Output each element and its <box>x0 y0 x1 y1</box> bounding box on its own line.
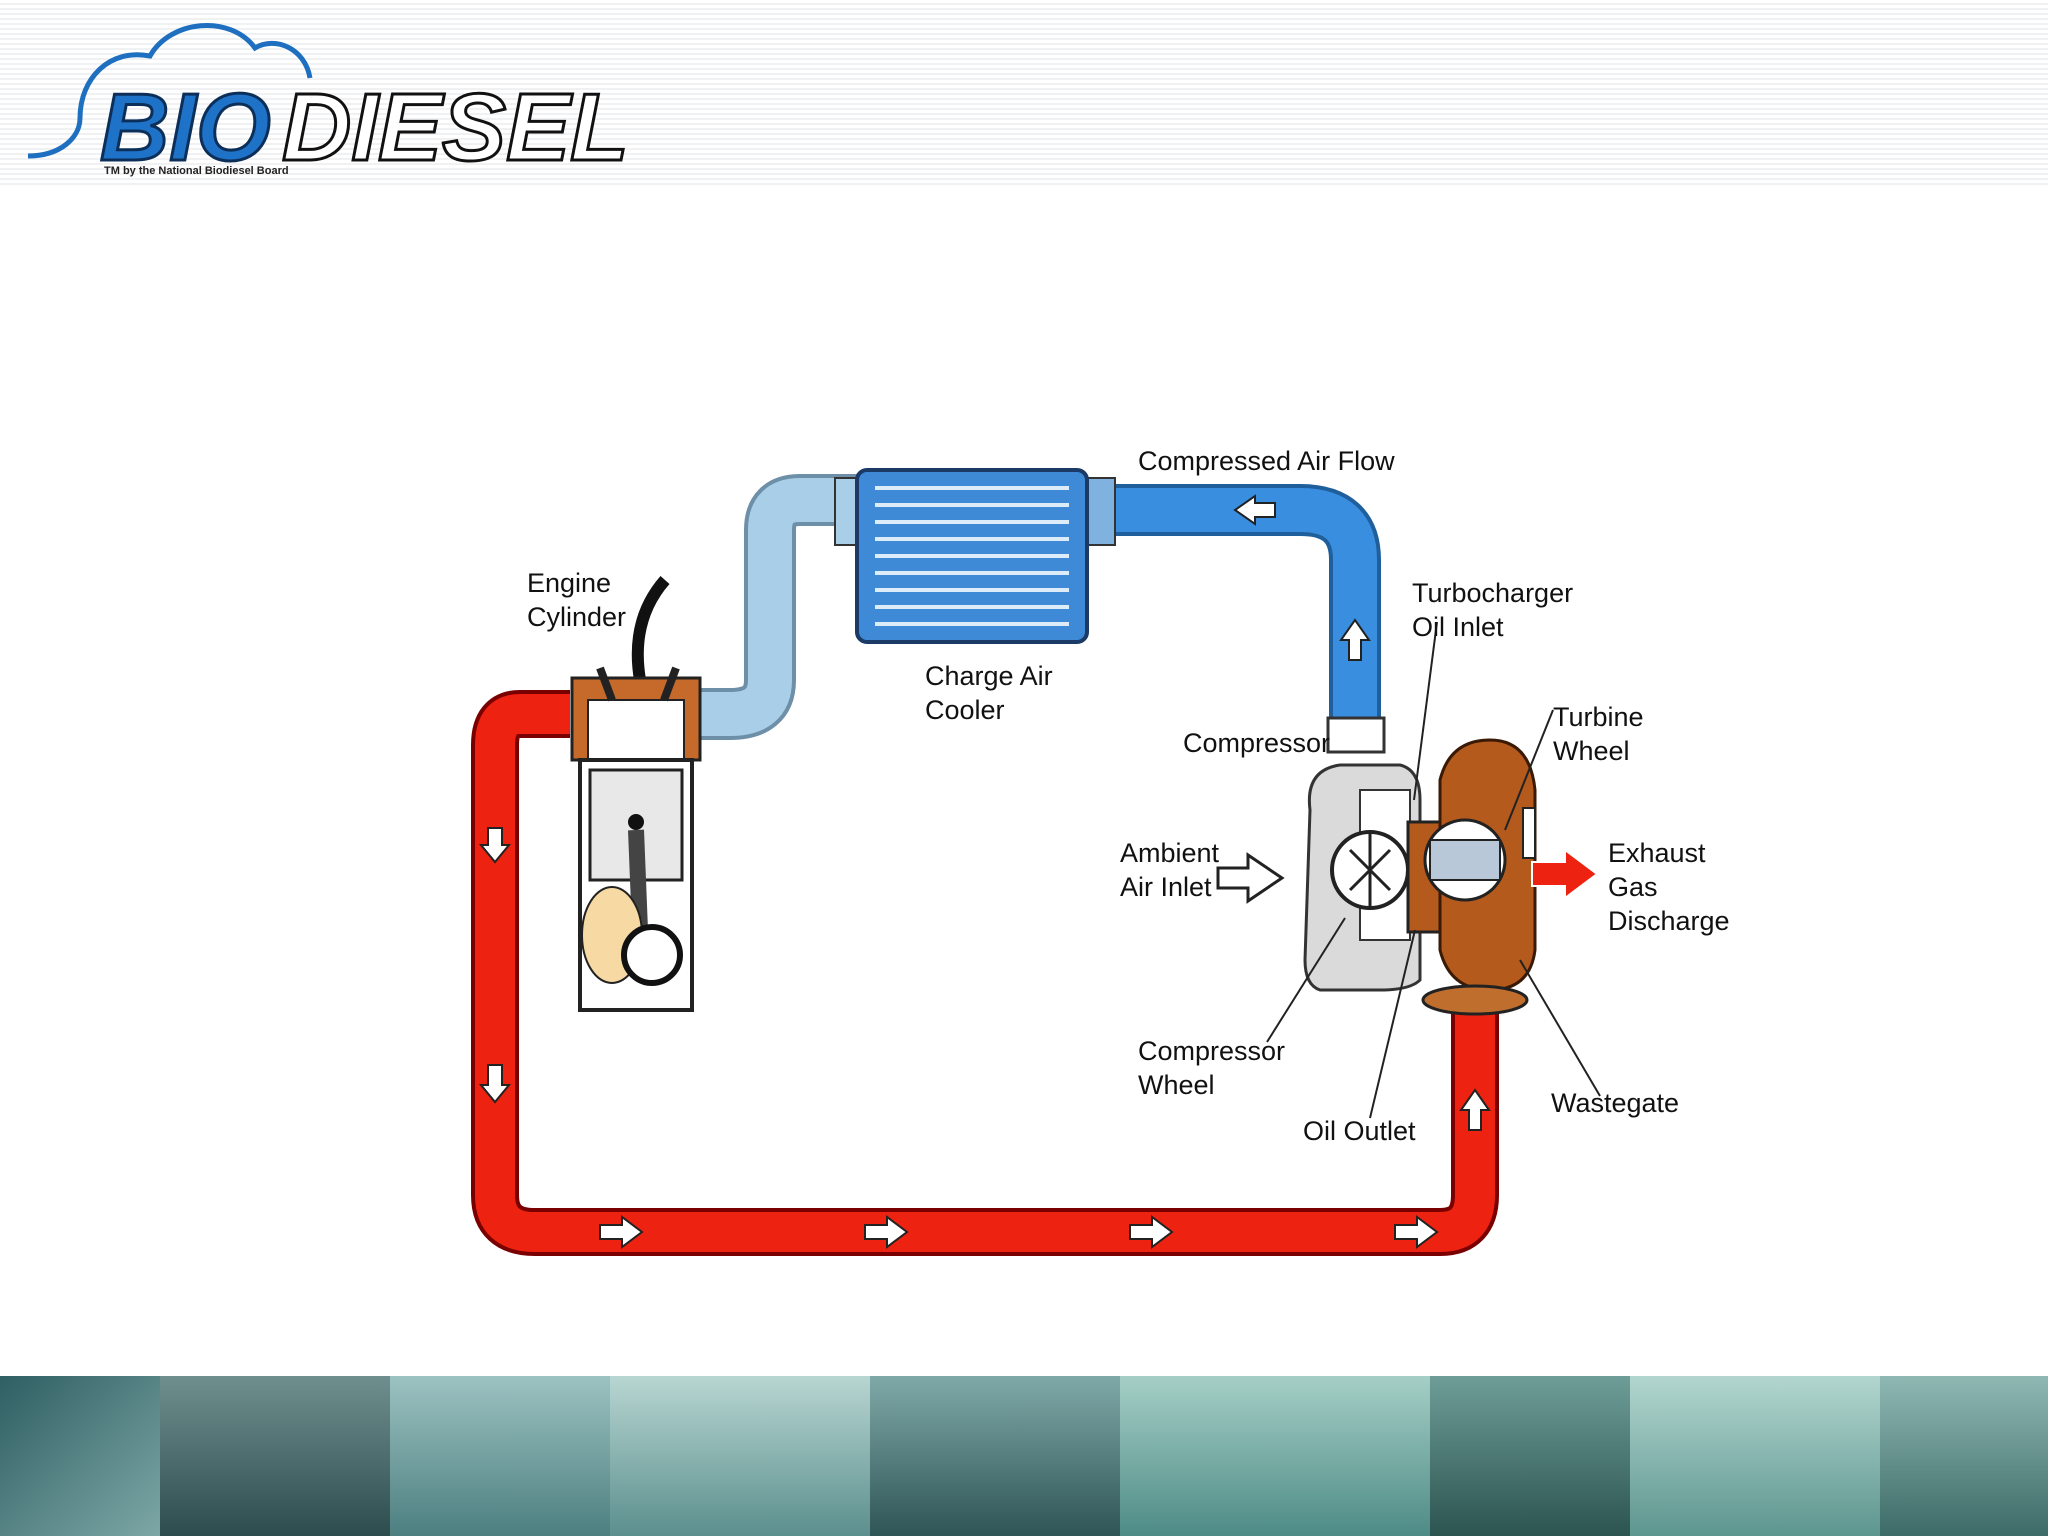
logo-trademark-text: TM by the National Biodiesel Board <box>104 165 289 177</box>
photo-fire-truck <box>160 1376 390 1536</box>
label-turbine-wheel-line1: Turbine <box>1553 702 1644 732</box>
arrow-up-exhaust <box>1459 1088 1491 1131</box>
label-oil-outlet: Oil Outlet <box>1303 1116 1416 1146</box>
turbocharger <box>1303 716 1537 1016</box>
photo-semi-truck <box>870 1376 1120 1536</box>
arrow-right-1 <box>599 1215 644 1249</box>
label-charge-air-cooler-line1: Charge Air <box>925 661 1053 691</box>
arrow-left-compressed <box>1233 494 1276 526</box>
label-charge-air-cooler-line2: Cooler <box>925 695 1005 725</box>
compressor-outlet-collar <box>1326 716 1386 754</box>
label-compressor-wheel-line1: Compressor <box>1138 1036 1285 1066</box>
label-engine-cylinder-line1: Engine <box>527 568 611 598</box>
label-exhaust-line2: Gas <box>1608 872 1658 902</box>
photo-snow-plow <box>1880 1376 2048 1536</box>
photo-pickup-truck <box>610 1376 870 1536</box>
leader-lines <box>1266 621 1601 1119</box>
compressed-air-pipe <box>1080 484 1381 720</box>
photo-utility-truck <box>1430 1376 1630 1536</box>
turbocharger-diagram: Compressed Air Flow Engine Cylinder Char… <box>471 446 1730 1256</box>
label-ambient-air-inlet-line1: Ambient <box>1120 838 1220 868</box>
exhaust-flange <box>1421 984 1529 1016</box>
label-engine-cylinder-line2: Cylinder <box>527 602 626 632</box>
arrow-up-compressed <box>1339 618 1371 661</box>
logo-bio-text: BIO <box>100 74 271 180</box>
label-compressed-air-flow: Compressed Air Flow <box>1138 446 1395 476</box>
flow-arrows <box>478 494 1599 1249</box>
label-exhaust-line1: Exhaust <box>1608 838 1706 868</box>
photo-bus <box>1120 1376 1430 1536</box>
label-exhaust-line3: Discharge <box>1608 906 1730 936</box>
arrow-right-2 <box>864 1215 909 1249</box>
label-compressor: Compressor <box>1183 728 1330 758</box>
charge-air-cooler <box>834 468 1116 644</box>
arrow-right-3 <box>1129 1215 1174 1249</box>
arrow-down-2 <box>478 1064 512 1104</box>
ambient-air-arrow <box>1216 852 1285 904</box>
engine-cylinder <box>570 576 702 1012</box>
photo-airplane <box>390 1376 610 1536</box>
footer-photo-strip <box>0 1376 2048 1536</box>
photo-school-bus <box>1630 1376 1880 1536</box>
label-turbo-oil-inlet-line1: Turbocharger <box>1412 578 1573 608</box>
photo-person <box>0 1376 160 1536</box>
label-turbo-oil-inlet-line2: Oil Inlet <box>1412 612 1504 642</box>
label-turbine-wheel-line2: Wheel <box>1553 736 1630 766</box>
arrow-right-4 <box>1394 1215 1439 1249</box>
arrow-down-1 <box>478 827 512 864</box>
fuel-injector-line <box>631 576 670 681</box>
exhaust-discharge-arrow <box>1531 848 1599 900</box>
biodiesel-logo: BIO DIESEL TM by the National Biodiesel … <box>27 23 630 180</box>
cloud-outline-icon <box>27 23 313 159</box>
header-band: BIO DIESEL TM by the National Biodiesel … <box>0 0 2048 188</box>
label-compressor-wheel-line2: Wheel <box>1138 1070 1215 1100</box>
label-ambient-air-inlet-line2: Air Inlet <box>1120 872 1212 902</box>
logo-diesel-text: DIESEL <box>282 74 629 180</box>
label-wastegate: Wastegate <box>1551 1088 1679 1118</box>
